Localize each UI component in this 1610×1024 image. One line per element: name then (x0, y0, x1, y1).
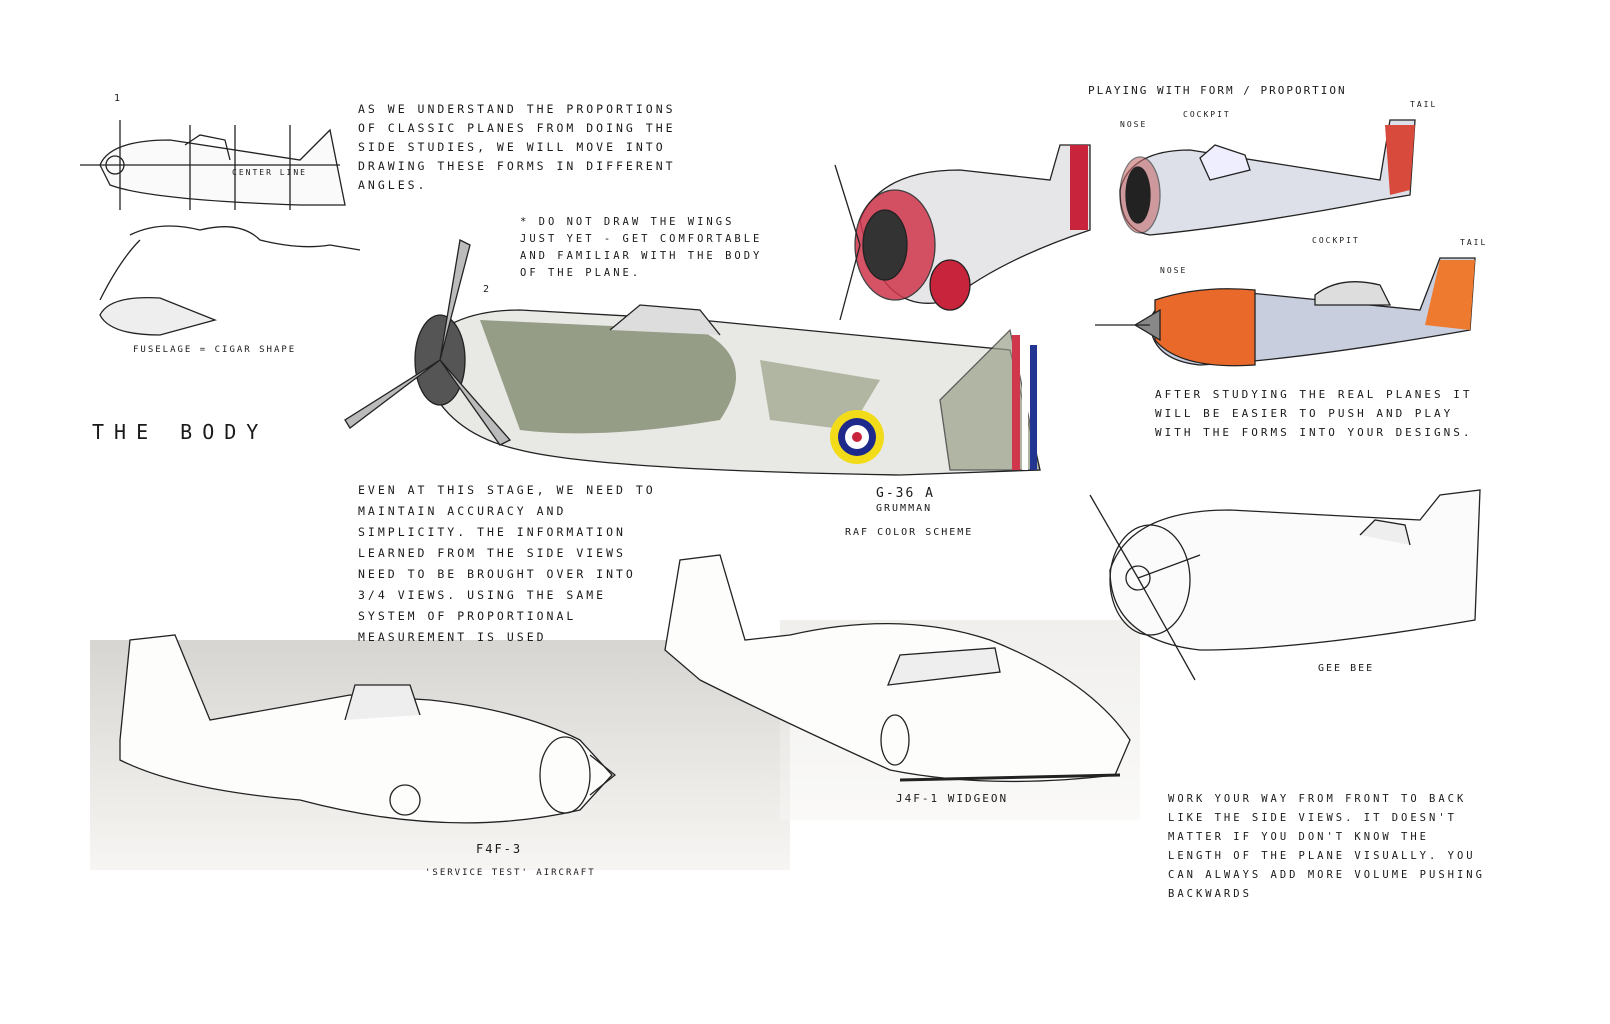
nose-label-2: NOSE (1160, 266, 1188, 275)
f4f-3-label: F4F-3 (476, 842, 523, 856)
model-label: G-36 A (876, 486, 935, 501)
widgeon-label: J4F-1 WIDGEON (896, 792, 1009, 805)
red-nose-plane-drawing (834, 144, 1091, 321)
grumman-g36a-drawing (344, 239, 1041, 476)
cockpit-label-1: COCKPIT (1183, 110, 1231, 119)
color-scheme-label: RAF COLOR SCHEME (845, 527, 974, 538)
gee-bee-drawing (1089, 489, 1481, 681)
playing-title: PLAYING WITH FORM / PROPORTION (1088, 84, 1347, 97)
gee-bee-label: GEE BEE (1318, 663, 1375, 674)
page-title: THE BODY (92, 420, 269, 444)
fuselage-label: FUSELAGE = CIGAR SHAPE (133, 345, 297, 355)
side-fuselage-sketch (80, 120, 346, 210)
gray-fuselage-study-drawing (1119, 119, 1416, 236)
step-marker-1: 1 (114, 93, 123, 104)
tail-label-2: TAIL (1460, 238, 1488, 247)
accuracy-note: EVEN AT THIS STAGE, WE NEED TO MAINTAIN … (358, 483, 656, 644)
wings-note: * DO NOT DRAW THE WINGS JUST YET - GET C… (520, 216, 763, 279)
intro-note: AS WE UNDERSTAND THE PROPORTIONS OF CLAS… (358, 102, 676, 192)
center-line-label: CENTER LINE (232, 168, 307, 177)
maker-label: GRUMMAN (876, 503, 933, 514)
orange-nose-plane-drawing (1095, 257, 1476, 367)
tail-label-1: TAIL (1410, 100, 1438, 109)
f4f-3-drawing (119, 634, 617, 824)
j4f-1-widgeon-drawing (664, 554, 1131, 783)
cockpit-label-2: COCKPIT (1312, 236, 1360, 245)
nose-label-1: NOSE (1120, 120, 1148, 129)
cigar-sketch (99, 225, 361, 336)
f4f-3-sublabel: 'SERVICE TEST' AIRCRAFT (425, 868, 596, 878)
after-note: AFTER STUDYING THE REAL PLANES IT WILL B… (1155, 388, 1473, 439)
step-marker-2: 2 (483, 284, 492, 295)
work-note: WORK YOUR WAY FROM FRONT TO BACK LIKE TH… (1168, 793, 1485, 900)
